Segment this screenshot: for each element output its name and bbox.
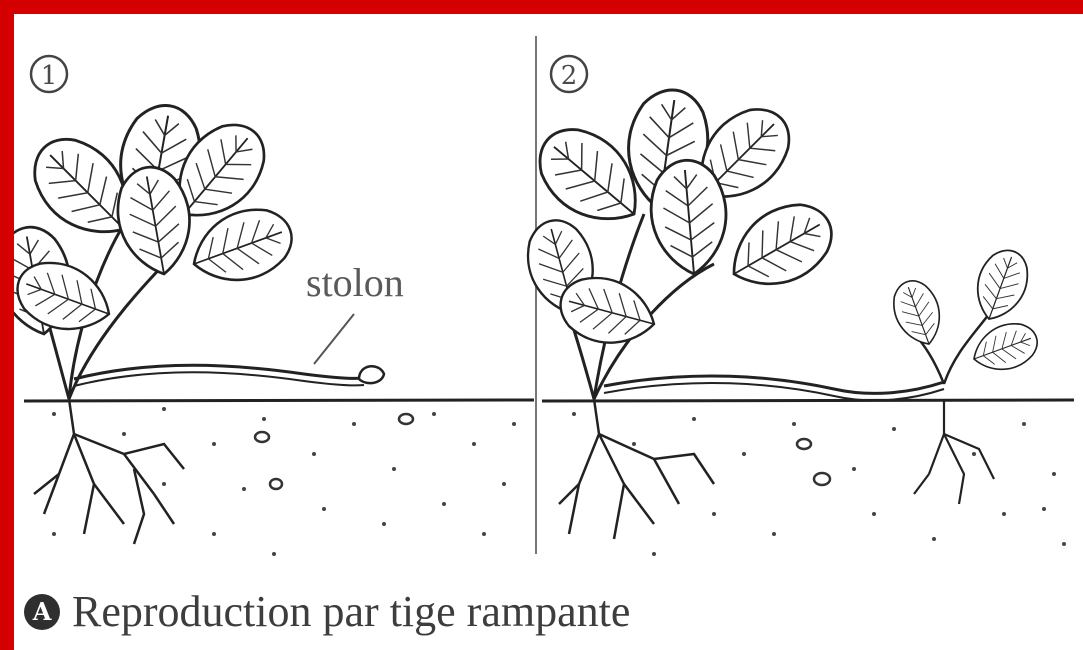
panel-2-number-badge: 2 [551, 56, 587, 92]
figure-caption: A Reproduction par tige rampante [24, 586, 630, 637]
roots-1 [34, 399, 184, 544]
plant-leaves-2 [519, 85, 845, 355]
stolon-label: stolon [306, 260, 404, 305]
soil-dots [52, 407, 516, 556]
panel-2: 2 [519, 56, 1074, 556]
panel-1-number-badge: 1 [31, 56, 67, 92]
reproduction-diagram: stolon 1 [14, 14, 1083, 574]
roots-2-parent [559, 399, 714, 539]
illustration-frame: stolon 1 [14, 14, 1083, 650]
daughter-plant-leaves [886, 243, 1043, 379]
panel-1-number: 1 [41, 61, 58, 91]
caption-letter-badge: A [24, 594, 60, 630]
panel-1: stolon 1 [14, 56, 534, 556]
caption-text: Reproduction par tige rampante [72, 586, 630, 637]
roots-2-daughter [914, 399, 994, 504]
panel-2-number: 2 [561, 61, 578, 91]
plant-leaves-1 [14, 99, 301, 344]
